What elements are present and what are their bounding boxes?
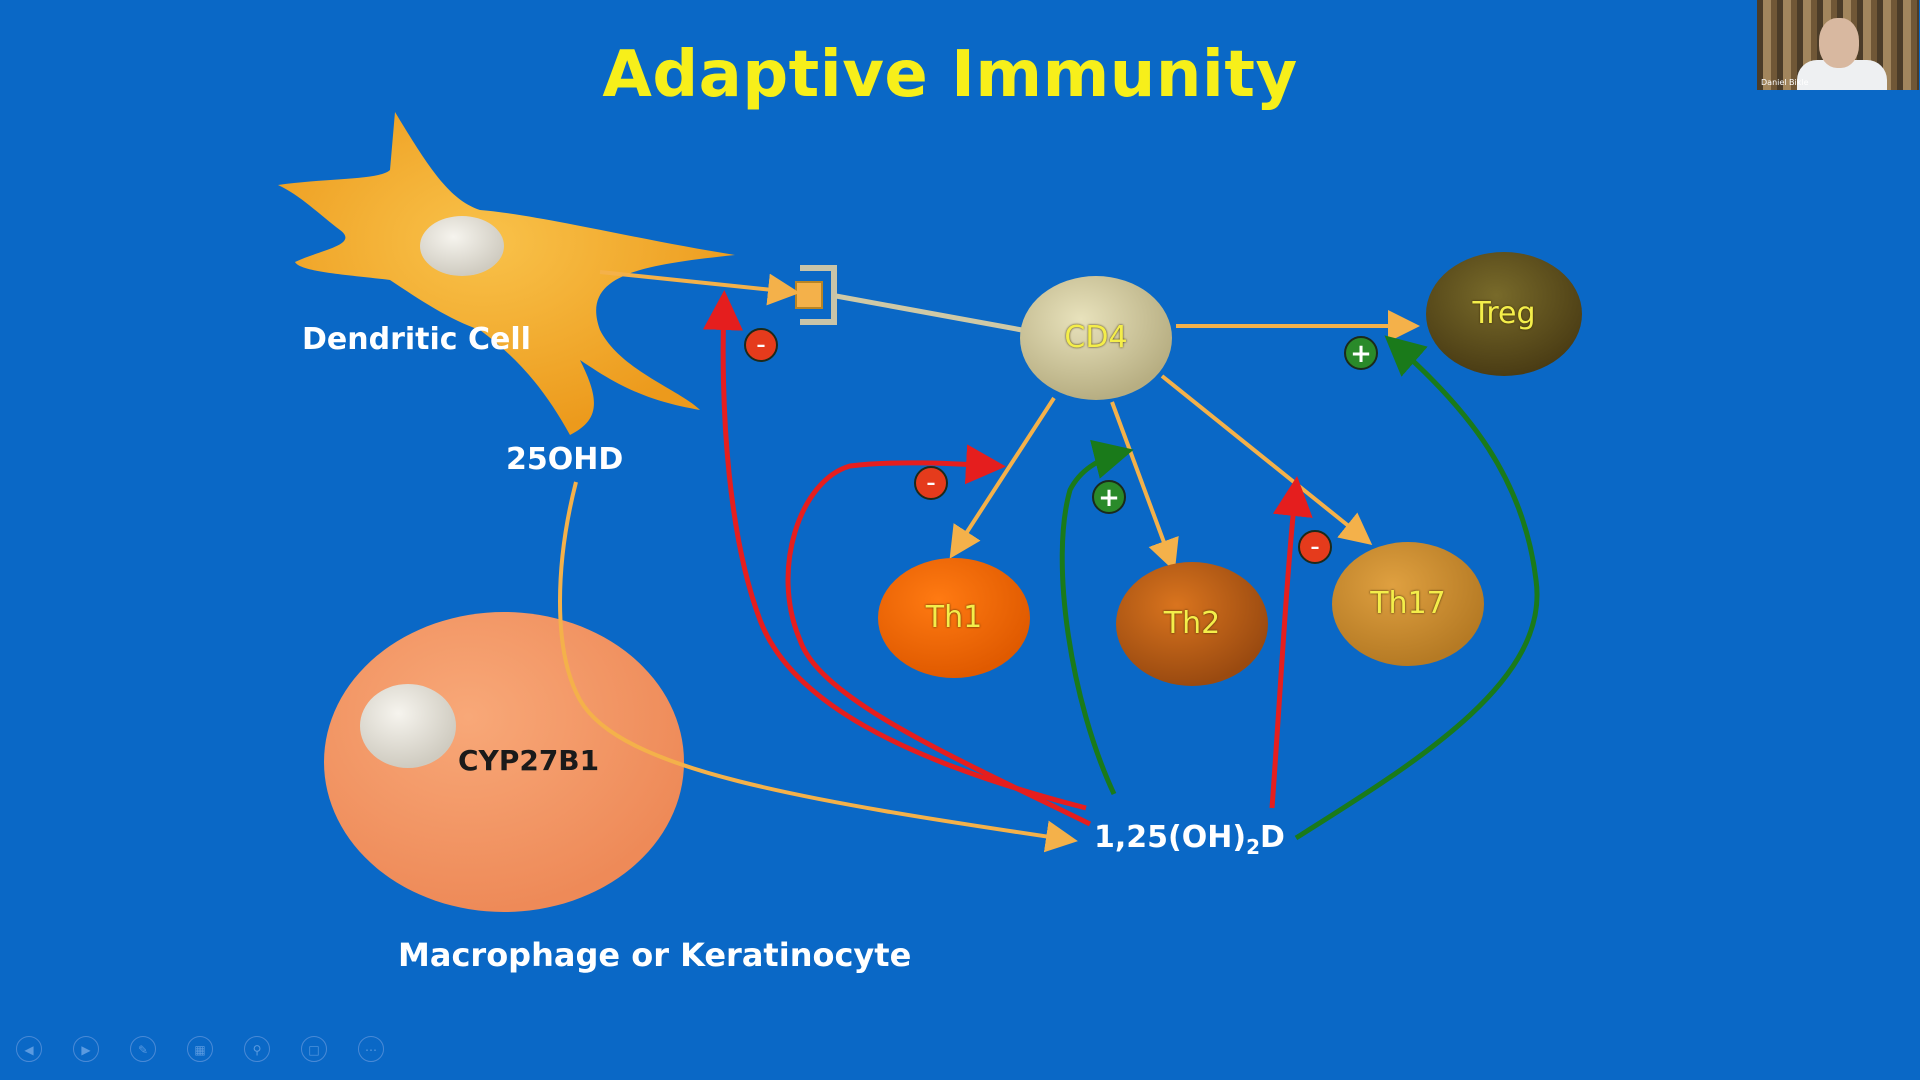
- slide-title: Adaptive Immunity: [602, 38, 1298, 112]
- th2-node: [1116, 562, 1268, 686]
- stimulate-th2-arrow: [1059, 439, 1134, 796]
- receptor-bracket: [800, 265, 837, 325]
- th1-label: Th1: [925, 600, 983, 635]
- more-icon[interactable]: ⋯: [358, 1036, 384, 1062]
- minus-sign-th1: –: [914, 466, 948, 500]
- minus-sign-th17: –: [1298, 530, 1332, 564]
- macrophage-label: Macrophage or Keratinocyte: [398, 936, 912, 974]
- slides-icon[interactable]: ▦: [187, 1036, 213, 1062]
- dendritic-to-receptor-arrow: [599, 270, 800, 306]
- vitamin-d-main: 1,25(OH): [1094, 820, 1247, 855]
- plus-sign-th2: +: [1092, 480, 1126, 514]
- plus-sign-treg: +: [1344, 336, 1378, 370]
- cd4-to-th2-arrow: [1110, 401, 1179, 572]
- vitamin-d-subscript: 2: [1246, 835, 1260, 859]
- previous-icon[interactable]: ◀: [16, 1036, 42, 1062]
- inhibit-th17-arrow: [1269, 476, 1313, 809]
- vitamin-d-label: 1,25(OH)2D: [1094, 820, 1285, 859]
- inhibit-th1-arrow: [785, 444, 1092, 827]
- treg-label: Treg: [1472, 296, 1536, 331]
- vitamin-d-end: D: [1259, 820, 1285, 855]
- macrophage-nucleus: [360, 684, 456, 768]
- cd4-to-th1-arrow: [949, 396, 1056, 559]
- inhibit-dendritic-arrow: [703, 290, 1087, 811]
- 25ohd-label: 25OHD: [506, 442, 624, 477]
- cd4-node: [1020, 276, 1172, 400]
- next-icon[interactable]: ▶: [73, 1036, 99, 1062]
- minus-sign-dendritic: –: [744, 328, 778, 362]
- dendritic-cell-shape: [278, 112, 735, 435]
- 25ohd-to-vitd-arrow: [558, 481, 1078, 853]
- th2-label: Th2: [1163, 606, 1221, 641]
- th1-node: [878, 558, 1030, 678]
- cd4-label: CD4: [1064, 320, 1128, 355]
- th17-label: Th17: [1370, 586, 1446, 621]
- webcam-person-face: [1819, 18, 1859, 68]
- stimulate-treg-arrow: [1294, 335, 1540, 841]
- zoom-icon[interactable]: ⚲: [244, 1036, 270, 1062]
- subtitles-icon[interactable]: □: [301, 1036, 327, 1062]
- cd4-to-th17-arrow: [1160, 374, 1373, 546]
- dendritic-nucleus: [420, 216, 504, 276]
- webcam-name: Daniel Bikle: [1761, 78, 1809, 87]
- receptor-to-cd4-line: [835, 293, 1023, 333]
- pen-icon[interactable]: ✎: [130, 1036, 156, 1062]
- dendritic-cell-label: Dendritic Cell: [302, 322, 531, 357]
- webcam-thumbnail[interactable]: Daniel Bikle: [1757, 0, 1919, 90]
- antigen-square: [795, 281, 823, 309]
- th17-node: [1332, 542, 1484, 666]
- cyp27b1-label: CYP27B1: [458, 744, 600, 777]
- treg-node: [1426, 252, 1582, 376]
